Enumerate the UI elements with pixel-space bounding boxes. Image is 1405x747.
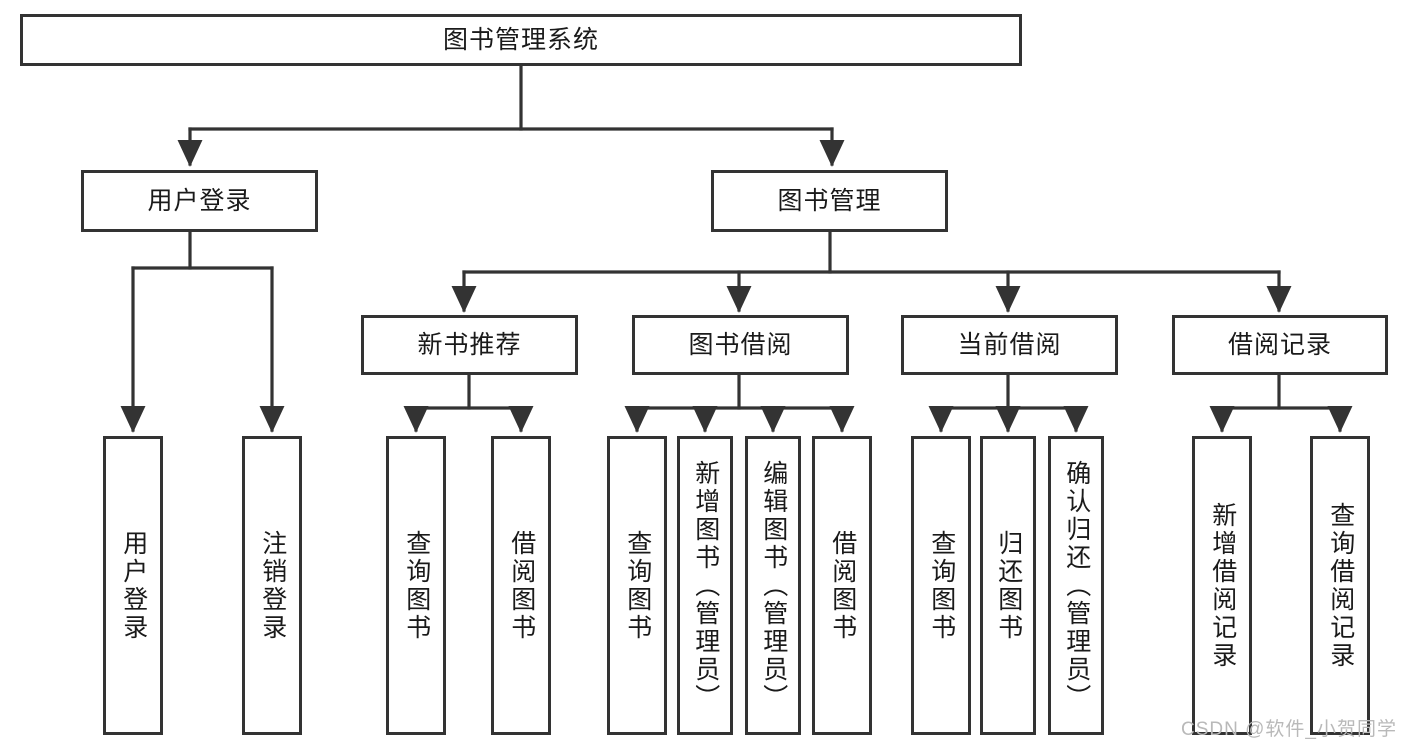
node-leaf-add-record[interactable]: 新增借阅记录 [1192, 436, 1252, 735]
node-leaf-add-book-label: 新增图书（管理员） [691, 459, 720, 712]
node-borrow-record[interactable]: 借阅记录 [1172, 315, 1388, 375]
node-book-borrow-label: 图书借阅 [688, 330, 793, 359]
node-leaf-query-book-3[interactable]: 查询图书 [911, 436, 971, 735]
node-leaf-add-book[interactable]: 新增图书（管理员） [677, 436, 733, 735]
node-leaf-query-book-1[interactable]: 查询图书 [386, 436, 446, 735]
node-current-borrow[interactable]: 当前借阅 [901, 315, 1118, 375]
node-new-book-recommend[interactable]: 新书推荐 [361, 315, 578, 375]
node-leaf-query-book-2-label: 查询图书 [623, 529, 652, 642]
node-user-login-label: 用户登录 [147, 186, 252, 215]
node-root[interactable]: 图书管理系统 [20, 14, 1022, 66]
node-leaf-return-book-label: 归还图书 [994, 529, 1023, 642]
node-leaf-borrow-book-1-label: 借阅图书 [507, 529, 536, 642]
node-current-borrow-label: 当前借阅 [957, 330, 1062, 359]
node-book-manage[interactable]: 图书管理 [711, 170, 948, 232]
node-leaf-query-book-3-label: 查询图书 [927, 529, 956, 642]
node-leaf-query-record[interactable]: 查询借阅记录 [1310, 436, 1370, 735]
node-root-label: 图书管理系统 [442, 25, 599, 54]
csdn-watermark: CSDN @软件_小贺同学 [1181, 719, 1397, 740]
node-user-login[interactable]: 用户登录 [81, 170, 318, 232]
node-leaf-confirm-return[interactable]: 确认归还（管理员） [1048, 436, 1104, 735]
node-leaf-return-book[interactable]: 归还图书 [980, 436, 1036, 735]
node-leaf-borrow-book-1[interactable]: 借阅图书 [491, 436, 551, 735]
node-new-book-recommend-label: 新书推荐 [417, 330, 522, 359]
node-leaf-query-book-2[interactable]: 查询图书 [607, 436, 667, 735]
node-book-borrow[interactable]: 图书借阅 [632, 315, 849, 375]
node-leaf-logout-label: 注销登录 [258, 529, 287, 642]
node-book-manage-label: 图书管理 [777, 186, 882, 215]
node-leaf-add-record-label: 新增借阅记录 [1208, 501, 1237, 670]
node-leaf-confirm-return-label: 确认归还（管理员） [1062, 459, 1091, 712]
node-leaf-edit-book-label: 编辑图书（管理员） [759, 459, 788, 712]
node-leaf-query-book-1-label: 查询图书 [402, 529, 431, 642]
node-leaf-borrow-book-2[interactable]: 借阅图书 [812, 436, 872, 735]
node-leaf-logout[interactable]: 注销登录 [242, 436, 302, 735]
node-leaf-user-login-label: 用户登录 [119, 529, 148, 642]
node-leaf-edit-book[interactable]: 编辑图书（管理员） [745, 436, 801, 735]
node-borrow-record-label: 借阅记录 [1227, 330, 1332, 359]
node-leaf-borrow-book-2-label: 借阅图书 [828, 529, 857, 642]
node-leaf-query-record-label: 查询借阅记录 [1326, 501, 1355, 670]
node-leaf-user-login[interactable]: 用户登录 [103, 436, 163, 735]
